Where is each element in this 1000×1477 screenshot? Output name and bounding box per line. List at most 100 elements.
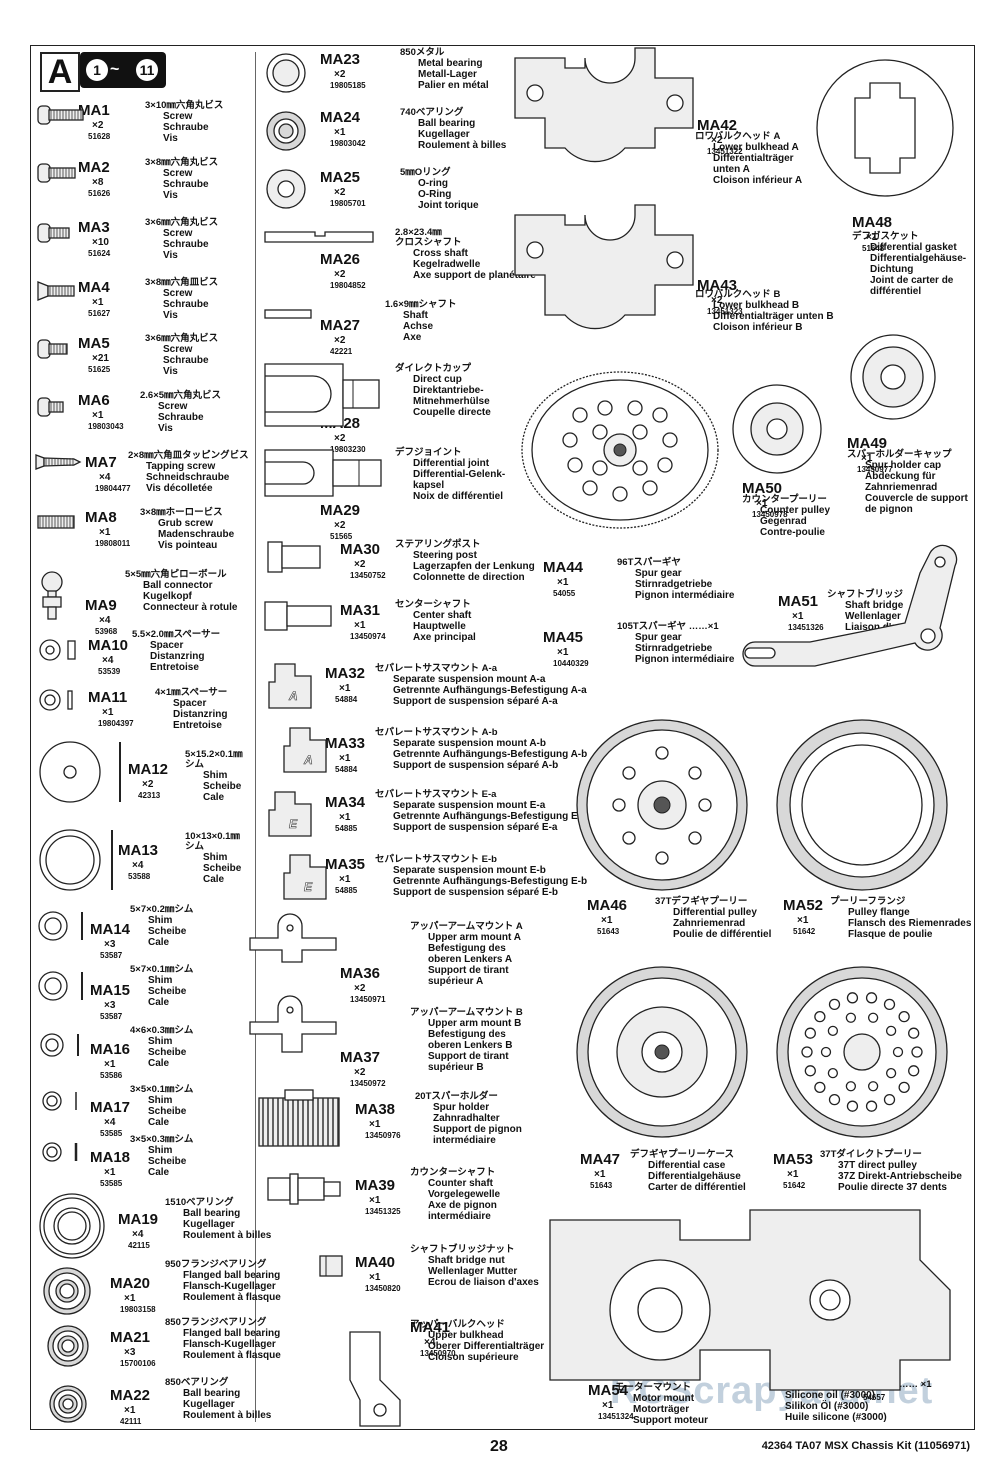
ma37-translation: Befestigung des (428, 1029, 506, 1040)
ma22-japanese-name: 850ベアリング (165, 1377, 229, 1388)
ma34-japanese-name: セパレートサスマウント E-a (375, 789, 497, 800)
cross-shaft-icon-ma26 (264, 231, 374, 243)
ma44-code: MA44 (543, 559, 584, 576)
ma38-translation: Spur holder (433, 1102, 490, 1113)
ma54-part-number: 13451324 (598, 1412, 634, 1421)
ma18-code: MA18 (90, 1149, 131, 1166)
lower-bulkhead-b-icon-ma43 (514, 204, 694, 330)
ma14-code: MA14 (90, 921, 131, 938)
ma9-translation: Kugelkopf (143, 591, 192, 602)
ma41-translation: Upper bulkhead (428, 1330, 504, 1341)
ma18-quantity: ×1 (104, 1167, 116, 1178)
ma41-part-number: 13450970 (420, 1349, 456, 1358)
ma8-code: MA8 (85, 509, 117, 526)
ma6-quantity: ×1 (92, 410, 104, 421)
ma9-japanese-name: 5×5㎜六角ピローボール (125, 569, 227, 580)
ma42-translation: Differentialträger (713, 153, 794, 164)
ma4-translation: Screw (163, 288, 193, 299)
bearing-icon-ma22 (49, 1385, 87, 1423)
ma29-translation: kapsel (413, 480, 445, 491)
ma32-japanese-name: セパレートサスマウント A-a (375, 663, 497, 674)
ma3-translation: Vis (163, 250, 178, 261)
ma23-part-number: 19805185 (330, 81, 366, 90)
ma16-quantity: ×1 (104, 1059, 116, 1070)
ma42-translation: Cloison inférieur A (713, 175, 803, 186)
ma10-part-number: 53539 (98, 667, 121, 676)
ma9-translation: Ball connector (143, 580, 213, 591)
ma31-translation: Hauptwelle (413, 621, 466, 632)
mount-icon-ma35: E (283, 854, 327, 900)
ma11-code: MA11 (88, 689, 128, 706)
ma5-translation: Screw (163, 344, 193, 355)
ma2-japanese-name: 3×8㎜六角丸ビス (145, 157, 219, 168)
ma13-translation: Scheibe (203, 863, 242, 874)
silicone-oil-translation: Huile silicone (#3000) (785, 1412, 887, 1423)
ma1-translation: Vis (163, 133, 178, 144)
ma27-translation: Achse (403, 321, 434, 332)
ma11-quantity: ×1 (102, 707, 114, 718)
ma26-translation: Kegelradwelle (413, 259, 481, 270)
column-divider (255, 52, 256, 1422)
ma42-quantity: ×2 (711, 135, 723, 146)
ma32-translation: Support de suspension séparé A-a (393, 696, 558, 707)
ma38-code: MA38 (355, 1101, 396, 1118)
ma7-quantity: ×4 (99, 472, 111, 483)
ma17-code: MA17 (90, 1099, 131, 1116)
ma38-translation: intermédiaire (433, 1135, 496, 1146)
ma47-translation: Differential case (648, 1160, 726, 1171)
ma10-translation: Entretoise (150, 662, 199, 673)
ma46-translation: Zahnriemenrad (673, 918, 746, 929)
ma25-translation: O-Ring (418, 189, 452, 200)
ma23-japanese-name: 850メタル (400, 47, 445, 58)
ma6-translation: Screw (158, 401, 188, 412)
ma36-part-number: 13450971 (350, 995, 386, 1004)
ma13-translation: Cale (203, 874, 225, 885)
ma8-translation: Madenschraube (158, 529, 235, 540)
ma43-translation: Cloison inférieur B (713, 322, 803, 333)
ma54-translation: Motorträger (633, 1404, 690, 1415)
spur-holder-icon-ma38 (258, 1089, 340, 1147)
ma51-japanese-name: シャフトブリッジ (827, 589, 904, 600)
ma28-part-number: 19803230 (330, 445, 366, 454)
silicone-oil-translation: Silikon Öl (#3000) (785, 1401, 869, 1412)
ma54-code: MA54 (588, 1382, 629, 1399)
ma52-translation: Flansch des Riemenrades (848, 918, 972, 929)
counter-pulley-icon-ma50 (732, 384, 822, 474)
ma27-part-number: 42221 (330, 347, 353, 356)
ma33-translation: Support de suspension séparé A-b (393, 760, 559, 771)
ma40-translation: Ecrou de liaison d'axes (428, 1277, 539, 1288)
ma20-japanese-name: 950フランジベアリング (165, 1259, 267, 1270)
ma47-translation: Differentialgehäuse (648, 1171, 741, 1182)
ma11-part-number: 19804397 (98, 719, 134, 728)
ma23-translation: Palier en métal (418, 80, 489, 91)
ma44-translation: Pignon intermédiaire (635, 590, 735, 601)
ma45-quantity: ×1 (557, 647, 569, 658)
ma35-quantity: ×1 (339, 874, 351, 885)
ma23-translation: Metall-Lager (418, 69, 477, 80)
ma17-translation: Scheibe (148, 1106, 187, 1117)
ma16-japanese-name: 4×6×0.3㎜シム (130, 1025, 194, 1036)
ma22-translation: Roulement à billes (183, 1410, 272, 1421)
ma12-japanese-name: 5×15.2×0.1㎜ (185, 749, 243, 760)
ma7-japanese-name: 2×8㎜六角皿タッピングビス (128, 450, 249, 461)
ma7-code: MA7 (85, 454, 117, 471)
ma5-code: MA5 (78, 335, 110, 352)
ma32-translation: Getrennte Aufhängungs-Befestigung A-a (393, 685, 587, 696)
ma13-part-number: 53588 (128, 872, 151, 881)
ma36-code: MA36 (340, 965, 381, 982)
ma30-quantity: ×2 (354, 559, 366, 570)
ma6-japanese-name: 2.6×5㎜六角丸ビス (140, 390, 222, 401)
ma29-translation: Noix de différentiel (413, 491, 504, 502)
ma38-quantity: ×1 (369, 1119, 381, 1130)
ma37-translation: oberen Lenkers B (428, 1040, 513, 1051)
ma49-japanese-name: スパーホルダーキャップ (847, 449, 952, 460)
ma34-translation: Getrennte Aufhängungs-Befestigung E-a (393, 811, 587, 822)
mount-icon-ma33: A (283, 727, 327, 773)
ma43-translation: Differentialträger unten B (713, 311, 834, 322)
shaft-icon-ma27 (264, 309, 312, 319)
ma40-translation: Wellenlager Mutter (428, 1266, 518, 1277)
ma12-translation: Cale (203, 792, 225, 803)
ma51-translation: Shaft bridge (845, 600, 904, 611)
